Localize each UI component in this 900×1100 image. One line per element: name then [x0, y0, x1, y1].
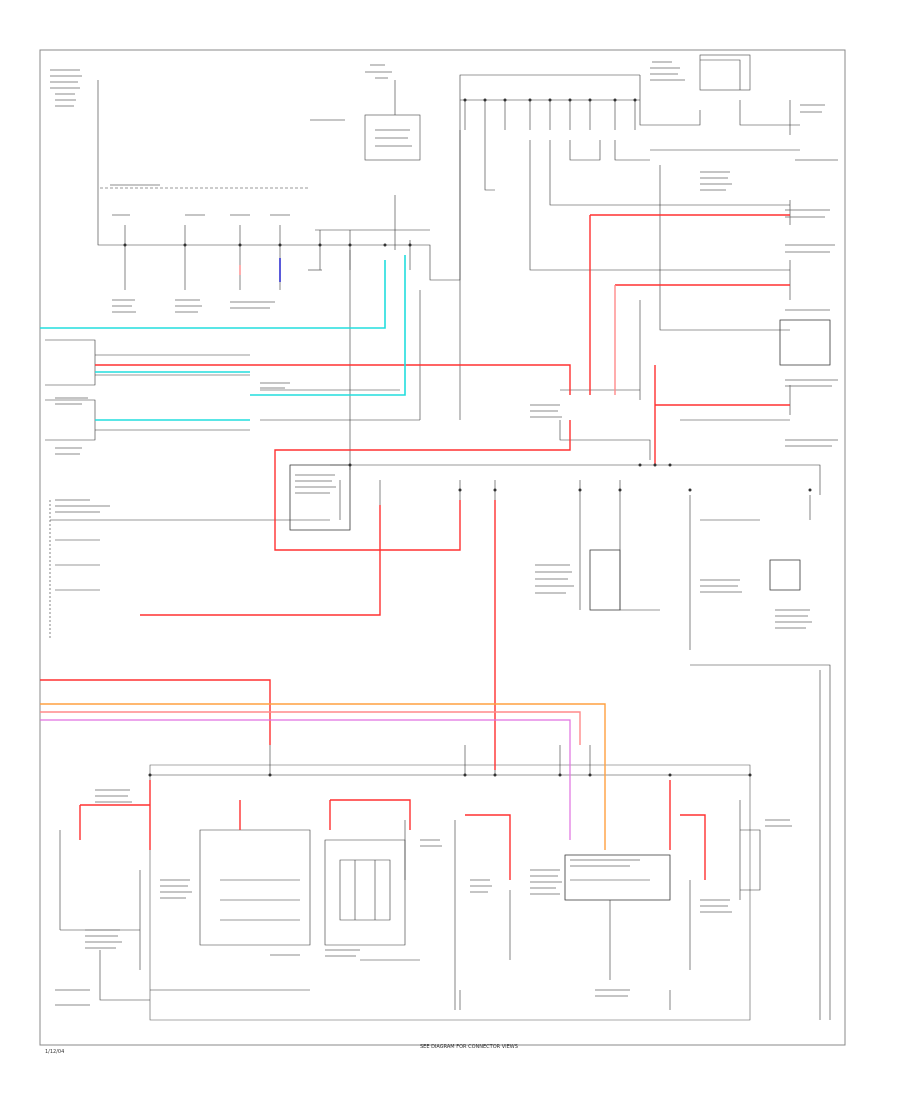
relay-right	[769, 559, 801, 591]
pink-wires	[40, 265, 616, 745]
relay-center-right	[589, 549, 621, 611]
component-boxes	[289, 54, 831, 901]
junction-dots	[123, 98, 812, 777]
control-module-lower	[564, 854, 671, 901]
module-center	[289, 464, 351, 531]
cyan-wires	[40, 255, 406, 421]
footer-center-label: SEE DIAGRAM FOR CONNECTOR VIEWS	[420, 1044, 518, 1050]
module-right-mid	[779, 319, 831, 366]
black-wires	[40, 59, 831, 1021]
red-wires	[40, 214, 790, 880]
relay-box-top-right	[699, 54, 751, 91]
diagram-border	[39, 49, 846, 1046]
label-marks	[50, 61, 838, 1006]
magenta-wires	[40, 719, 571, 840]
footer-left-label: 1/12/04	[45, 1049, 64, 1055]
orange-wires	[40, 703, 606, 850]
fuse-box-top-center	[364, 114, 421, 161]
